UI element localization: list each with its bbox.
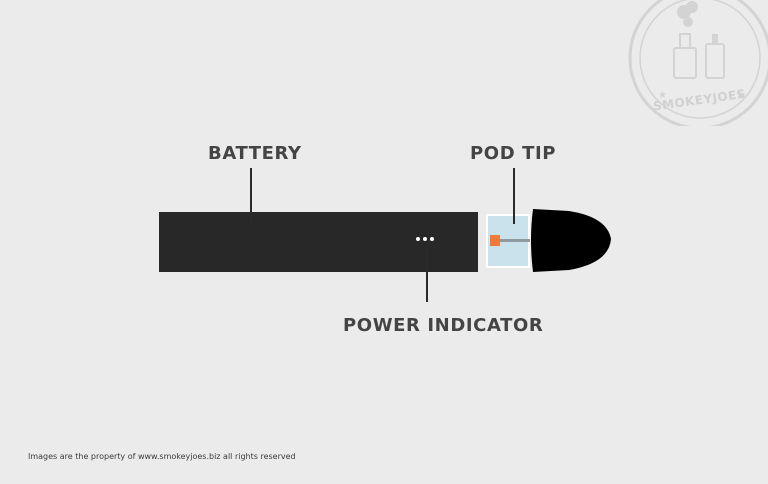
pod-tip-label: POD TIP <box>470 143 557 164</box>
smokeyjoes-watermark-logo: SMOKEYJOES ★ ★ <box>628 0 768 126</box>
pod-mouthpiece <box>531 209 611 272</box>
power-indicator-leader-line <box>426 246 428 302</box>
indicator-dot <box>423 237 427 241</box>
svg-text:★: ★ <box>736 90 745 101</box>
power-indicator-label: POWER INDICATOR <box>343 315 544 336</box>
indicator-dot <box>416 237 420 241</box>
indicator-dot <box>430 237 434 241</box>
svg-text:★: ★ <box>658 90 667 101</box>
pod-coil <box>490 235 500 246</box>
battery-label: BATTERY <box>208 143 302 164</box>
pod-wick <box>500 239 530 242</box>
power-indicator-lights <box>416 237 434 241</box>
copyright-footer: Images are the property of www.smokeyjoe… <box>28 452 296 461</box>
pod-tip-leader-line <box>513 168 515 224</box>
battery-body <box>159 212 478 272</box>
battery-leader-line <box>250 168 252 222</box>
